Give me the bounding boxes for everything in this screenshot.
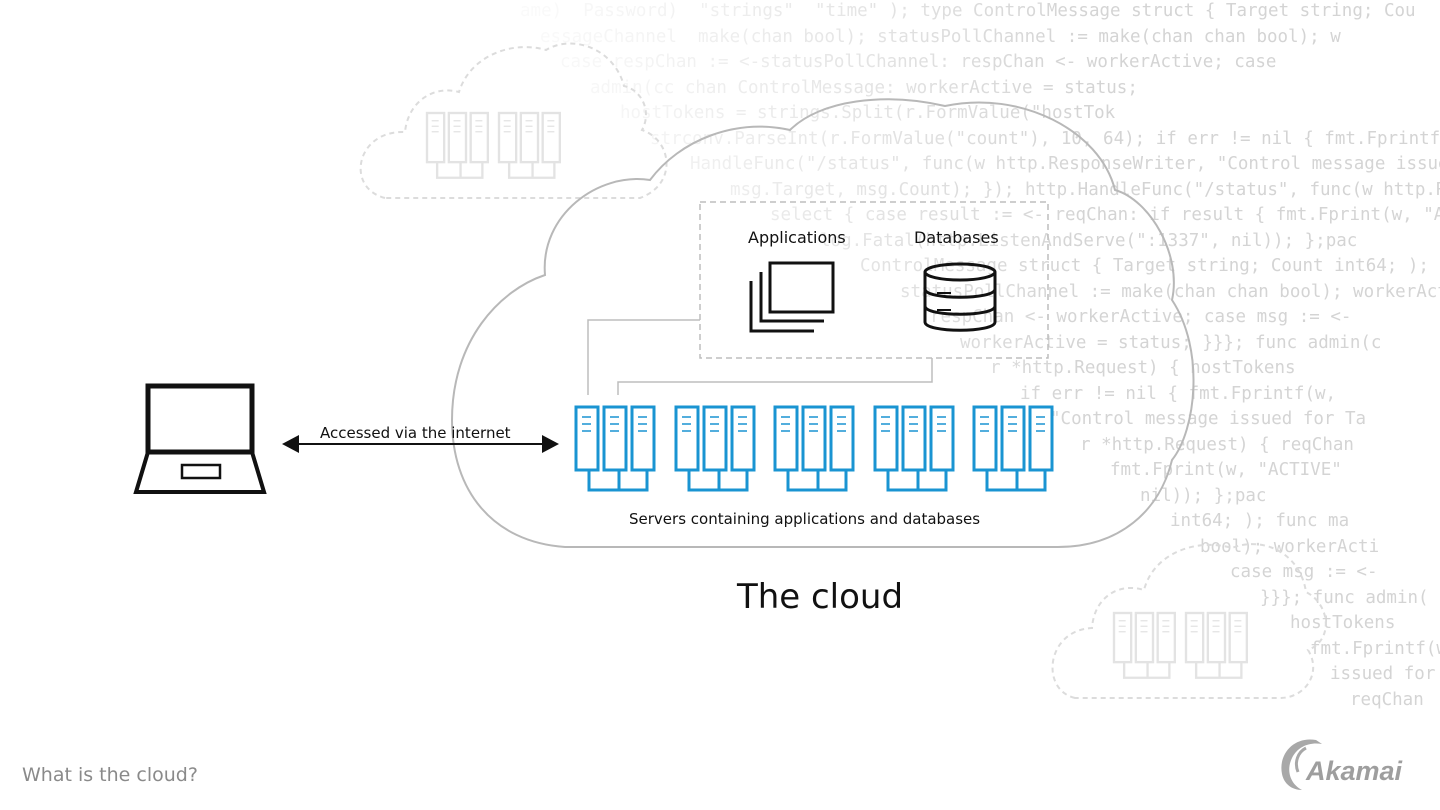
applications-icon <box>749 261 835 333</box>
double-arrow-icon <box>282 435 559 453</box>
server-rack-icon <box>974 407 1052 490</box>
faded-cloud-top-left <box>359 42 668 199</box>
footer-title: What is the cloud? <box>22 764 198 786</box>
server-rack-icon <box>775 407 853 490</box>
servers-caption: Servers containing applications and data… <box>629 510 981 528</box>
applications-label: Applications <box>748 228 846 247</box>
faded-server-rack-icon <box>1114 613 1247 678</box>
akamai-logo-icon <box>1281 739 1322 790</box>
server-rack-icon <box>676 407 754 490</box>
laptop-icon <box>133 383 267 494</box>
akamai-wordmark: Akamai <box>1306 756 1403 786</box>
connector-line <box>617 358 933 395</box>
akamai-logo: Akamai <box>1276 732 1422 792</box>
database-icon <box>923 262 997 332</box>
cloud-title: The cloud <box>736 577 904 617</box>
faded-cloud-bottom-right <box>1051 543 1327 699</box>
server-racks <box>576 407 1052 490</box>
cloud-outline <box>450 98 1195 549</box>
connector-line <box>587 319 700 395</box>
databases-label: Databases <box>914 228 999 247</box>
server-rack-icon <box>875 407 953 490</box>
apps-databases-box <box>699 201 1049 359</box>
faded-server-rack-icon <box>427 113 560 178</box>
server-rack-icon <box>576 407 654 490</box>
internet-access-label: Accessed via the internet <box>320 424 511 442</box>
